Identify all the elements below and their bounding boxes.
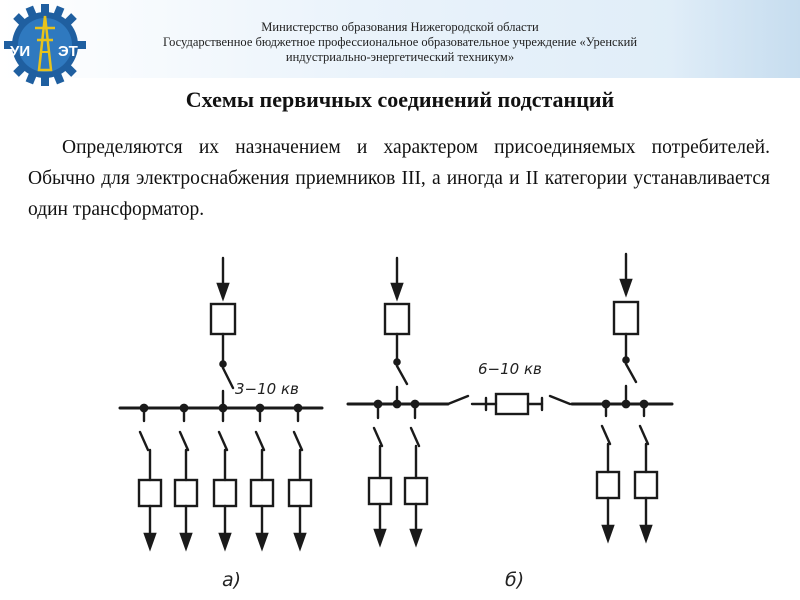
- scheme-a-feeder: [287, 406, 313, 552]
- scheme-b-voltage: 6−10 кв: [478, 360, 542, 378]
- college-logo: УИ ЭТ: [4, 4, 86, 86]
- scheme-b-feeder: [367, 402, 393, 548]
- body-paragraph: Определяются их назначением и характером…: [28, 137, 770, 220]
- corner-decoration: [670, 0, 800, 78]
- scheme-b-feeder: [595, 402, 621, 544]
- header-line-1: Министерство образования Нижегородской о…: [261, 20, 539, 34]
- scheme-b-feeder: [633, 402, 659, 544]
- scheme-a: [118, 256, 324, 552]
- header-line-3: индустриально-энергетический техникум»: [285, 50, 515, 64]
- scheme-b-feeder: [403, 402, 429, 548]
- scheme-a-feeder: [249, 406, 275, 552]
- scheme-b: [346, 252, 674, 548]
- scheme-a-feeder: [173, 406, 199, 552]
- scheme-a-feeder: [137, 406, 163, 552]
- scheme-a-voltage: 3−10 кв: [235, 380, 299, 398]
- scheme-a-label: а): [222, 569, 241, 591]
- scheme-a-feeder: [212, 406, 238, 552]
- scheme-b-label: б): [505, 569, 524, 591]
- substation-schemes-diagram: 3−10 кв а): [118, 252, 674, 591]
- header-line-2: Государственное бюджетное профессиональн…: [162, 35, 638, 49]
- logo-text-left: УИ: [10, 43, 30, 60]
- header-background: [0, 0, 800, 78]
- logo-text-right: ЭТ: [58, 43, 78, 60]
- institution-header: Министерство образования Нижегородской о…: [110, 20, 690, 65]
- slide-title: Схемы первичных соединений подстанций: [185, 87, 615, 112]
